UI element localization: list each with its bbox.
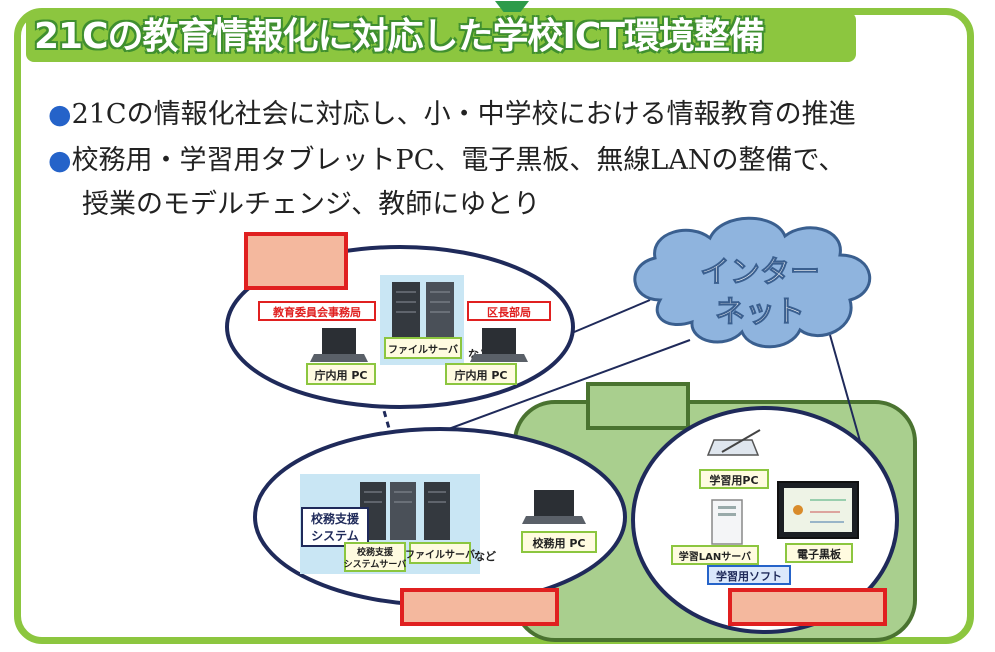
laptop-icon: [470, 328, 528, 362]
office-server-label-box: [384, 337, 462, 359]
classroom-ellipse: [631, 406, 899, 634]
school-admin-server1-line1: 校務支援: [357, 546, 394, 558]
tag-education-board: [258, 301, 376, 321]
tablet-icon: [706, 429, 761, 456]
school-admin-server1-line2: システムサーバ: [344, 559, 407, 570]
bullet-dot-icon: ●: [48, 145, 72, 176]
classroom-label-box: [728, 588, 887, 626]
server-icon: [360, 482, 450, 540]
bullet-item-1: ●21Cの情報化社会に対応し、小・中学校における情報教育の推進: [48, 92, 856, 131]
classroom-software-label: 学習用ソフト: [716, 569, 782, 583]
bullet-item-2: ●校務用・学習用タブレットPC、電子黒板、無線LANの整備で、: [48, 138, 845, 177]
internet-cloud: [633, 216, 872, 349]
office-server-label: ファイルサーバ: [388, 344, 458, 356]
classroom-tablet-box: [699, 469, 769, 489]
whiteboard-icon: [777, 481, 859, 539]
tag-ward-office: [467, 301, 551, 321]
tag-ward-office-label: 区長部局: [487, 305, 531, 319]
title-bar: [26, 12, 856, 62]
classroom-board-label: 電子黒板: [797, 547, 842, 561]
school-admin-pc-label: 校務用 PC: [533, 536, 586, 550]
school-admin-server1-box: [344, 542, 406, 572]
server-icon: [392, 282, 454, 346]
bullet-continuation: 授業のモデルチェンジ、教師にゆとり: [82, 189, 541, 220]
school-admin-server2-box: [409, 542, 471, 564]
school-admin-label-box: [400, 588, 559, 626]
bullet-text-2: 校務用・学習用タブレットPC、電子黒板、無線LANの整備で、: [71, 145, 846, 176]
connection-line: [829, 334, 863, 449]
school-admin-system-box: [301, 507, 369, 547]
office-label-box: [244, 232, 348, 290]
classroom-lan-label: 学習LANサーバ: [679, 550, 751, 563]
office-pc-right-box: [445, 363, 517, 385]
school-admin-server2-label: ファイルサーバ: [405, 549, 475, 561]
school-admin-system-label-line2: システム: [311, 529, 359, 543]
classroom-lan-box: [671, 545, 759, 565]
cloud-label-line1: インター: [700, 255, 820, 290]
classroom-software-box: [707, 565, 791, 585]
classroom-tablet-label: 学習用PC: [709, 473, 758, 487]
tag-education-board-label: 教育委員会事務局: [272, 305, 361, 319]
office-pc-left-box: [306, 363, 376, 385]
office-pc-right-label: 庁内用 PC: [454, 368, 508, 382]
school-area-label-box: [586, 382, 690, 430]
school-admin-system-label-line1: 校務支援: [311, 511, 360, 526]
bullet-text-1: 21Cの情報化社会に対応し、小・中学校における情報教育の推進: [71, 99, 856, 130]
bullet-dot-icon: ●: [48, 99, 72, 130]
office-pc-left-label: 庁内用 PC: [314, 368, 368, 382]
laptop-icon: [522, 490, 586, 524]
cloud-label-line2: ネット: [715, 295, 805, 330]
connection-line: [559, 299, 651, 339]
lan-server-icon: [711, 499, 743, 545]
school-admin-pc-box: [521, 531, 597, 553]
connection-line: [434, 339, 691, 435]
page-title: 21Cの教育情報化に対応した学校ICT環境整備: [34, 16, 765, 57]
classroom-board-box: [785, 543, 853, 563]
school-admin-nado: など: [474, 550, 496, 563]
laptop-icon: [310, 328, 368, 362]
